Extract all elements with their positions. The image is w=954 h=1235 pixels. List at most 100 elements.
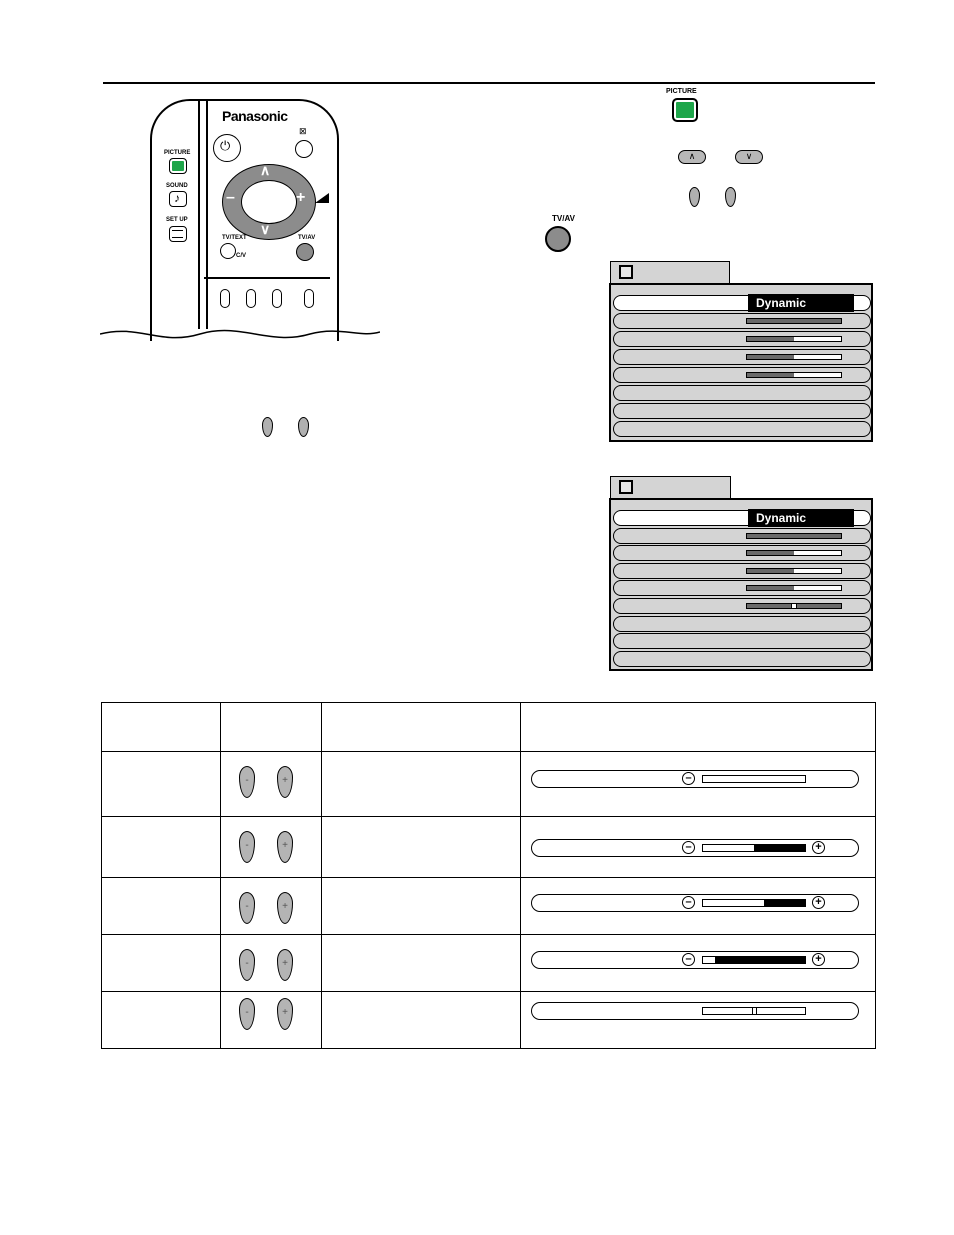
minus-icon: – <box>682 896 695 909</box>
menu-row[interactable] <box>613 313 871 329</box>
remote-inner-line <box>204 277 330 279</box>
menu-row[interactable]: Dynamic <box>613 294 871 312</box>
level-fill <box>747 373 794 377</box>
menu-row[interactable] <box>613 650 871 667</box>
menu-row[interactable] <box>613 598 871 614</box>
remote-button-3[interactable] <box>272 289 282 308</box>
level-bar <box>746 585 842 592</box>
sound-button[interactable]: ♪ <box>169 191 187 207</box>
remote-button-1[interactable] <box>220 289 230 308</box>
table-cell: -+ <box>220 877 322 935</box>
plus-button-icon: + <box>277 949 293 981</box>
minus-button-icon: - <box>239 892 255 924</box>
menu-row[interactable] <box>613 527 871 544</box>
setup-icon <box>172 230 183 238</box>
tvav-button[interactable] <box>296 243 314 261</box>
level-bar <box>746 532 842 539</box>
level-bar <box>746 603 842 609</box>
picture-button-caption: PICTURE <box>666 88 697 95</box>
onscreen-bar-example: –+ <box>531 951 859 969</box>
picture-button-icon <box>672 98 698 122</box>
center-marker <box>791 603 797 609</box>
slider-bar <box>702 775 806 783</box>
adjust-buttons: -+ <box>239 892 299 926</box>
level-fill <box>747 533 841 538</box>
adjust-buttons: -+ <box>239 766 299 800</box>
mute-button[interactable] <box>295 140 313 158</box>
menu-row[interactable] <box>613 562 871 579</box>
slider-bar <box>702 899 806 907</box>
table-cell: -+ <box>220 751 322 817</box>
table-row: -+ <box>101 991 876 1049</box>
up-button-icon: ∧ <box>678 150 706 164</box>
picture-mode-value[interactable]: Dynamic <box>748 509 854 527</box>
tvav-button-icon <box>545 226 571 252</box>
header-cell <box>321 702 521 752</box>
menu-row[interactable] <box>613 633 871 650</box>
picture-menu-icon <box>619 480 633 494</box>
slider-bar <box>702 1007 806 1015</box>
level-bar <box>746 354 842 360</box>
left-button-icon-2 <box>262 417 273 437</box>
remote-button-2[interactable] <box>246 289 256 308</box>
sound-label: SOUND <box>166 183 188 189</box>
menu-row[interactable] <box>613 349 871 365</box>
adjust-buttons: -+ <box>239 998 299 1032</box>
menu-row[interactable] <box>613 331 871 347</box>
table-row: -+–+ <box>101 934 876 992</box>
table-cell <box>321 816 521 878</box>
note-icon: ♪ <box>174 191 180 205</box>
adjust-buttons: -+ <box>239 949 299 983</box>
menu-row[interactable] <box>613 421 871 437</box>
tvav-label: TV/AV <box>298 235 316 241</box>
power-button[interactable]: ⏻ <box>213 134 241 162</box>
minus-icon: – <box>226 189 235 206</box>
remote-button-4[interactable] <box>304 289 314 308</box>
menu1-tab <box>610 261 730 285</box>
menu-row[interactable] <box>613 580 871 597</box>
tvtext-button[interactable] <box>220 243 236 259</box>
remote-cutoff-wave <box>100 329 380 339</box>
down-button-icon: ∨ <box>735 150 763 164</box>
menu-row[interactable]: Dynamic <box>613 509 871 527</box>
table-cell <box>520 991 876 1049</box>
minus-icon: – <box>682 772 695 785</box>
top-rule <box>103 82 875 84</box>
plus-button-icon: + <box>277 892 293 924</box>
plus-button-icon: + <box>277 766 293 798</box>
menu-row[interactable] <box>613 367 871 383</box>
level-bar <box>746 336 842 342</box>
table-cell: –+ <box>520 816 876 878</box>
table-cell <box>101 991 221 1049</box>
table-cell: -+ <box>220 991 322 1049</box>
setup-button[interactable] <box>169 226 187 242</box>
plus-icon: + <box>812 953 825 966</box>
level-fill <box>747 551 794 556</box>
cursor-label: C/V <box>236 253 247 259</box>
menu-row[interactable] <box>613 545 871 562</box>
level-bar <box>746 318 842 324</box>
up-arrow-icon: ∧ <box>260 162 271 178</box>
menu-row[interactable] <box>613 615 871 632</box>
menu-row[interactable] <box>613 403 871 419</box>
adjustment-table: -+–-+–+-+–+-+–+-+ <box>101 702 876 1049</box>
adjust-buttons: -+ <box>239 831 299 865</box>
down-arrow-icon: ∨ <box>260 221 271 237</box>
minus-icon: – <box>682 953 695 966</box>
menu2-tab <box>610 476 731 500</box>
minus-button-icon: - <box>239 949 255 981</box>
right-button-icon-2 <box>298 417 309 437</box>
menu-row[interactable] <box>613 385 871 401</box>
onscreen-bar-example <box>531 1002 859 1020</box>
remote-divider <box>198 99 208 329</box>
table-cell <box>101 934 221 992</box>
minus-button-icon: - <box>239 831 255 863</box>
header-cell <box>101 702 221 752</box>
picture-button[interactable] <box>169 158 187 174</box>
slider-fill <box>754 845 805 851</box>
power-icon: ⏻ <box>220 138 231 153</box>
table-cell <box>101 816 221 878</box>
left-button-icon <box>689 187 700 207</box>
picture-mode-value[interactable]: Dynamic <box>748 294 854 312</box>
dpad-center[interactable] <box>241 180 297 224</box>
